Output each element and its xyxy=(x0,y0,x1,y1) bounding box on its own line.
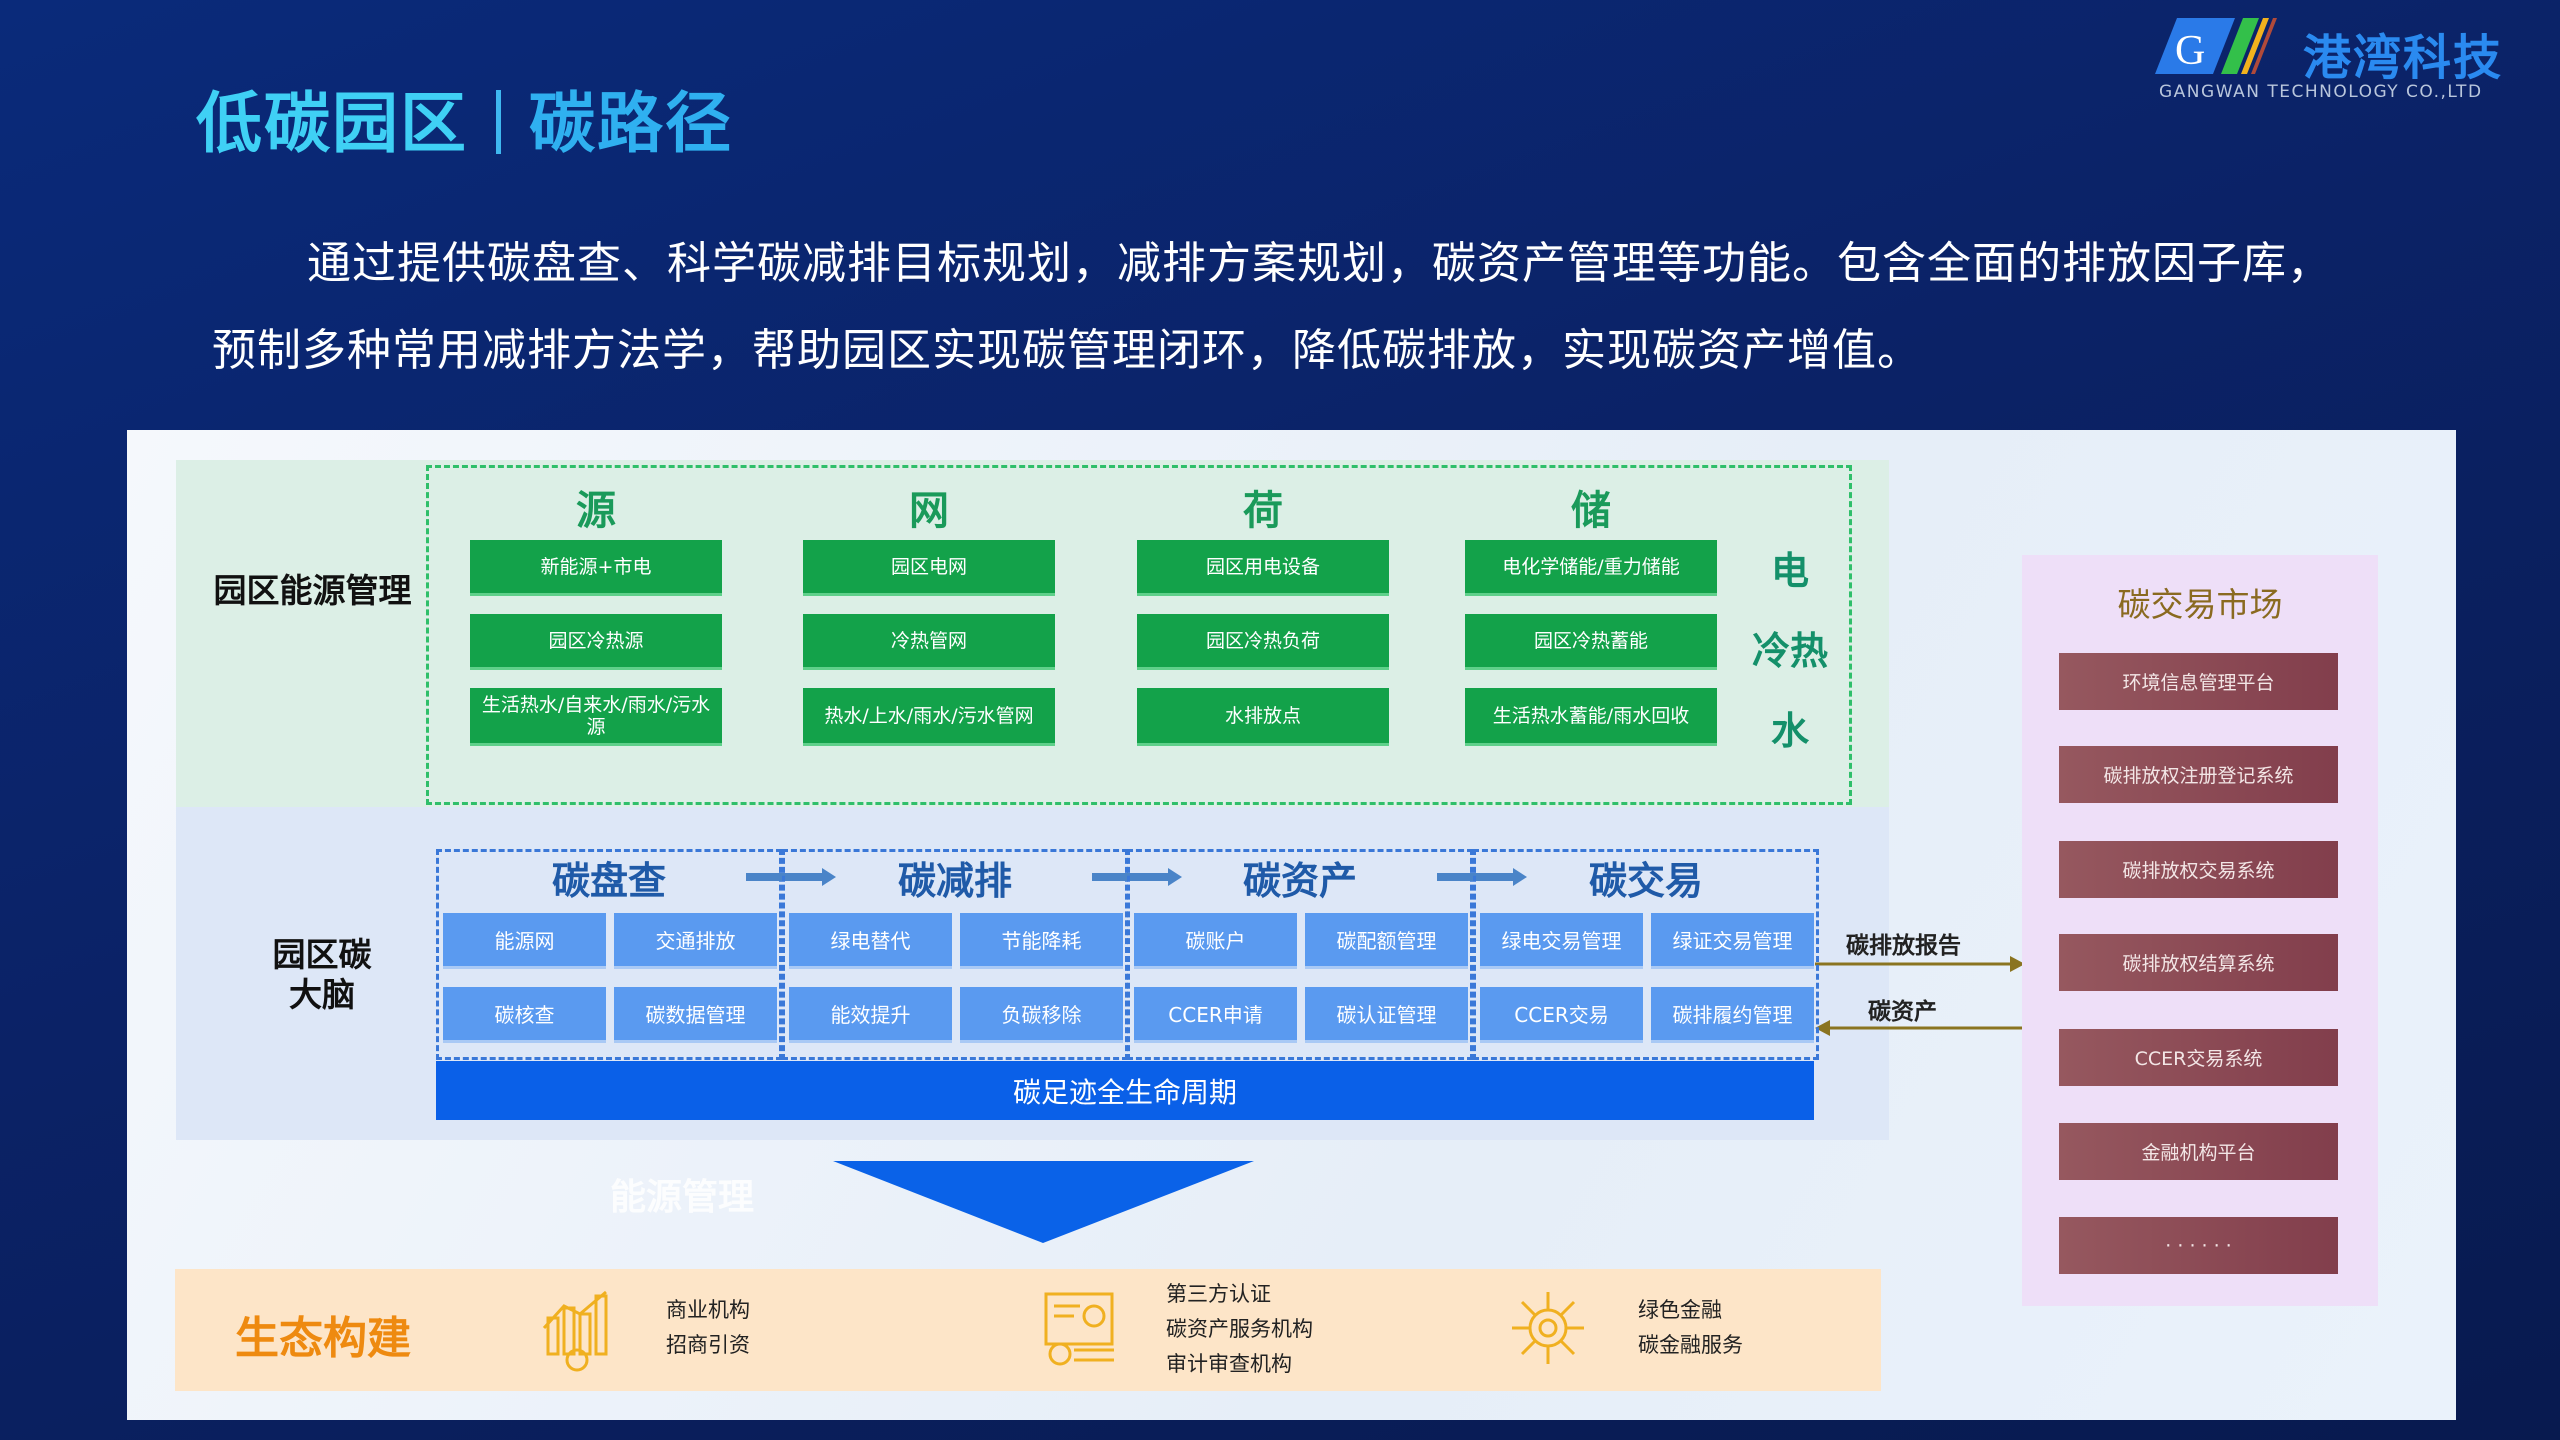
brain-item: 碳认证管理 xyxy=(1305,987,1468,1043)
title-right: 碳路径 xyxy=(529,85,733,162)
section-header: 碳盘查 xyxy=(551,859,666,903)
ecosystem-text: 碳金融服务 xyxy=(1638,1333,1743,1357)
column-header: 源 xyxy=(576,488,616,534)
row-label: 冷热 xyxy=(1752,629,1829,673)
energy-dashed-frame xyxy=(426,465,1852,805)
brain-item: CCER交易 xyxy=(1480,987,1643,1043)
market-item: 碳排放权结算系统 xyxy=(2059,934,2338,991)
company-logo: G 港湾科技 GANGWAN TECHNOLOGY CO.,LTD xyxy=(2155,18,2515,108)
brain-item: 节能降耗 xyxy=(960,913,1123,969)
brain-item: 碳数据管理 xyxy=(614,987,777,1043)
market-item: · · · · · · xyxy=(2059,1217,2338,1274)
energy-item: 园区冷热负荷 xyxy=(1137,614,1389,670)
ecosystem-title: 生态构建 xyxy=(235,1313,411,1364)
arrow-right-icon xyxy=(1092,868,1182,886)
market-item: 碳排放权交易系统 xyxy=(2059,841,2338,898)
column-header: 荷 xyxy=(1243,488,1283,534)
market-item: 环境信息管理平台 xyxy=(2059,653,2338,710)
column-header: 网 xyxy=(909,488,949,534)
brain-item: 绿电替代 xyxy=(789,913,952,969)
section-header: 碳资产 xyxy=(1242,859,1357,903)
energy-item: 园区冷热源 xyxy=(470,614,722,670)
brain-item: 交通排放 xyxy=(614,913,777,969)
energy-item: 水排放点 xyxy=(1137,688,1389,746)
flow-in-label: 碳资产 xyxy=(1868,999,1937,1025)
footprint-bar: 碳足迹全生命周期 xyxy=(436,1061,1814,1120)
brain-item: 碳排履约管理 xyxy=(1651,987,1814,1043)
brain-item: 碳核查 xyxy=(443,987,606,1043)
title-divider xyxy=(496,90,501,154)
energy-label: 园区能源管理 xyxy=(213,571,412,610)
ecosystem-text: 审计审查机构 xyxy=(1166,1352,1292,1376)
section-frame xyxy=(1473,849,1819,1060)
energy-item: 冷热管网 xyxy=(803,614,1055,670)
market-item: 金融机构平台 xyxy=(2059,1123,2338,1180)
brain-item: 碳账户 xyxy=(1134,913,1297,969)
business-growth-icon xyxy=(540,1288,620,1376)
down-triangle-icon xyxy=(833,1161,1254,1243)
column-header: 储 xyxy=(1571,488,1611,534)
row-label: 电 xyxy=(1771,549,1810,593)
arrow-right-icon xyxy=(1815,956,2025,972)
market-item: 碳排放权注册登记系统 xyxy=(2059,746,2338,803)
ecosystem-text: 第三方认证 xyxy=(1166,1282,1271,1306)
ecosystem-text: 招商引资 xyxy=(666,1333,750,1357)
brain-item: 绿电交易管理 xyxy=(1480,913,1643,969)
arrow-left-icon xyxy=(1815,1020,2025,1036)
market-title: 碳交易市场 xyxy=(2117,585,2283,624)
brain-item: 碳配额管理 xyxy=(1305,913,1468,969)
energy-item: 园区用电设备 xyxy=(1137,540,1389,596)
energy-item: 生活热水/自来水/雨水/污水源 xyxy=(470,688,722,746)
page-title: 低碳园区碳路径 xyxy=(196,70,733,166)
brain-item: 负碳移除 xyxy=(960,987,1123,1043)
section-frame xyxy=(782,849,1128,1060)
section-header: 碳减排 xyxy=(897,859,1012,903)
ecosystem-bar xyxy=(175,1269,1881,1391)
energy-item: 电化学储能/重力储能 xyxy=(1465,540,1717,596)
section-frame xyxy=(436,849,782,1060)
section-header: 碳交易 xyxy=(1588,859,1703,903)
logo-subtitle: GANGWAN TECHNOLOGY CO.,LTD xyxy=(2159,82,2483,102)
energy-management-watermark: 能源管理 xyxy=(610,1177,755,1218)
row-label: 水 xyxy=(1771,709,1810,753)
brain-label: 园区碳大脑 xyxy=(272,935,372,1014)
ecosystem-text: 商业机构 xyxy=(666,1298,750,1322)
ecosystem-text: 绿色金融 xyxy=(1638,1298,1722,1322)
finance-network-icon xyxy=(1508,1288,1588,1376)
logo-name: 港湾科技 xyxy=(2303,30,2504,86)
energy-item: 生活热水蓄能/雨水回收 xyxy=(1465,688,1717,746)
title-left: 低碳园区 xyxy=(196,85,468,162)
market-item: CCER交易系统 xyxy=(2059,1029,2338,1086)
energy-item: 新能源+市电 xyxy=(470,540,722,596)
intro-paragraph: 通过提供碳盘查、科学碳减排目标规划，减排方案规划，碳资产管理等功能。包含全面的排… xyxy=(212,238,2332,376)
section-frame xyxy=(1127,849,1473,1060)
logo-mark-icon: G xyxy=(2155,18,2277,74)
brain-item: 能效提升 xyxy=(789,987,952,1043)
certificate-icon xyxy=(1040,1288,1120,1376)
energy-item: 园区冷热蓄能 xyxy=(1465,614,1717,670)
brain-item: 绿证交易管理 xyxy=(1651,913,1814,969)
energy-item: 园区电网 xyxy=(803,540,1055,596)
flow-out-label: 碳排放报告 xyxy=(1846,933,1961,959)
svg-text:G: G xyxy=(2175,28,2205,74)
brain-item: CCER申请 xyxy=(1134,987,1297,1043)
ecosystem-text: 碳资产服务机构 xyxy=(1166,1317,1313,1341)
energy-item: 热水/上水/雨水/污水管网 xyxy=(803,688,1055,746)
brain-item: 能源网 xyxy=(443,913,606,969)
